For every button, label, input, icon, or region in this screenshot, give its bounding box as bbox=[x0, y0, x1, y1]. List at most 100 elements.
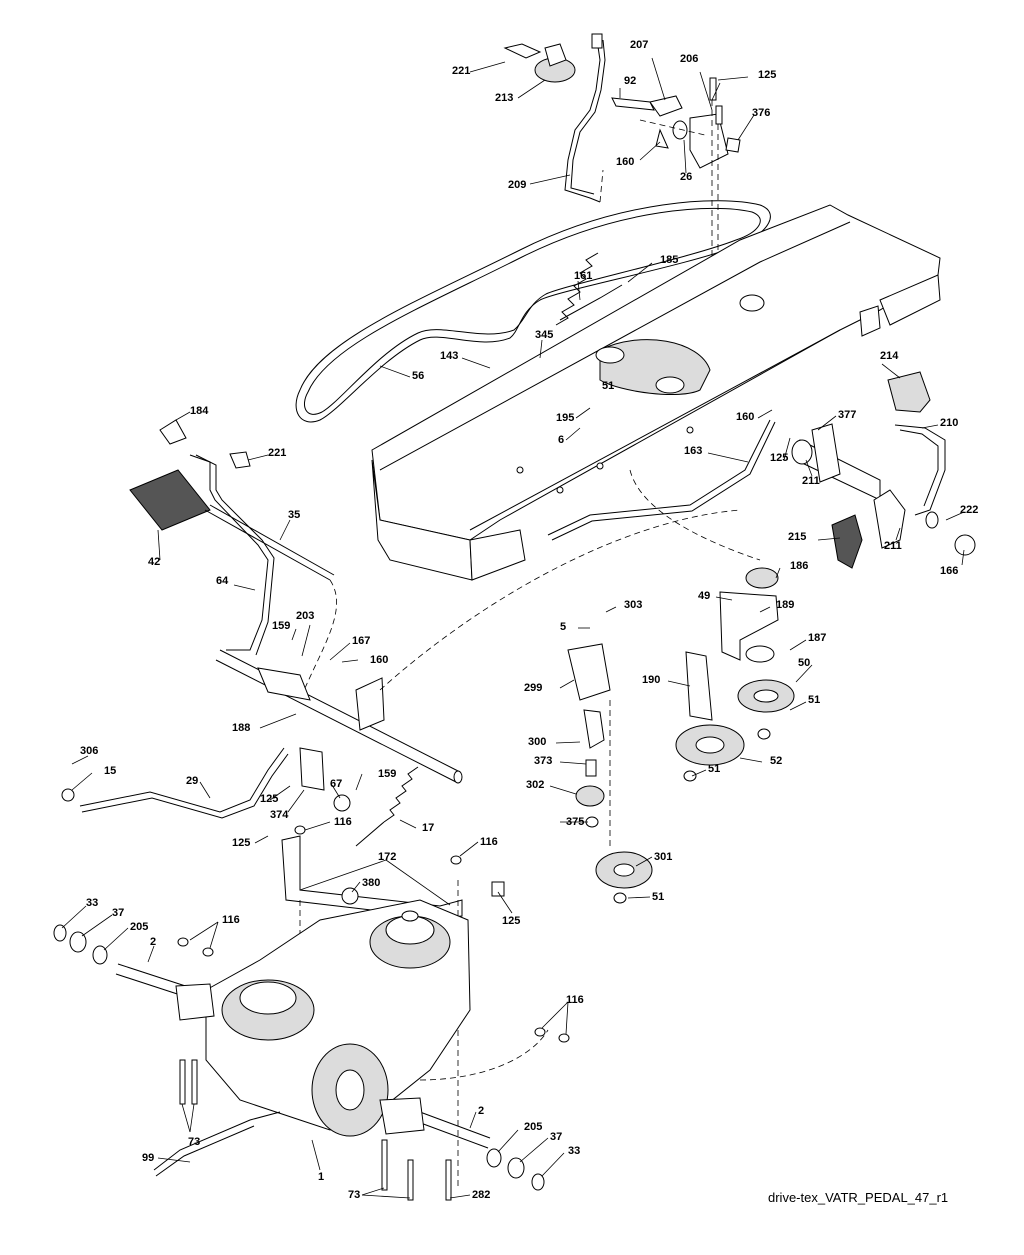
part-label: 210 bbox=[940, 417, 959, 429]
part-label: 49 bbox=[698, 590, 711, 602]
part-label: 125 bbox=[502, 915, 521, 927]
linkage-rod-163 bbox=[547, 419, 776, 561]
part-label: 205 bbox=[524, 1121, 543, 1133]
part-label: 51 bbox=[808, 694, 821, 706]
part-label: 125 bbox=[758, 69, 777, 81]
idler-pulleys bbox=[567, 567, 795, 904]
part-label: 67 bbox=[330, 778, 343, 790]
shift-lever-assembly bbox=[503, 33, 741, 360]
part-label: 160 bbox=[370, 654, 389, 666]
part-label: 159 bbox=[272, 620, 291, 632]
part-label: 282 bbox=[472, 1189, 491, 1201]
part-label: 206 bbox=[680, 53, 699, 65]
part-label: 116 bbox=[222, 914, 240, 926]
part-label: 221 bbox=[452, 65, 471, 77]
part-label: 116 bbox=[566, 994, 584, 1006]
part-label: 188 bbox=[232, 722, 251, 734]
part-label: 52 bbox=[770, 755, 783, 767]
part-label: 125 bbox=[260, 793, 279, 805]
part-label: 211 bbox=[802, 475, 820, 487]
part-label: 64 bbox=[216, 575, 229, 587]
part-label: 116 bbox=[480, 836, 498, 848]
part-label: 143 bbox=[440, 350, 459, 362]
leader-lines bbox=[61, 57, 965, 1199]
part-label: 374 bbox=[270, 809, 289, 821]
part-label: 116 bbox=[334, 816, 352, 828]
part-label: 35 bbox=[288, 509, 301, 521]
part-label: 160 bbox=[616, 156, 635, 168]
part-label: 29 bbox=[186, 775, 199, 787]
part-label: 187 bbox=[808, 632, 827, 644]
shift-rod-29 bbox=[61, 747, 351, 819]
part-label: 37 bbox=[550, 1131, 563, 1143]
part-label: 211 bbox=[884, 540, 902, 552]
part-label: 167 bbox=[352, 635, 371, 647]
part-label: 300 bbox=[528, 736, 547, 748]
left-pedal-assembly bbox=[129, 419, 337, 701]
part-label: 376 bbox=[752, 107, 771, 119]
part-label: 306 bbox=[80, 745, 99, 757]
part-label: 50 bbox=[798, 657, 811, 669]
part-label: 186 bbox=[790, 560, 809, 572]
part-label: 299 bbox=[524, 682, 543, 694]
diagram-caption: drive-tex_VATR_PEDAL_47_r1 bbox=[768, 1190, 949, 1205]
part-label: 15 bbox=[104, 765, 117, 777]
part-label: 301 bbox=[654, 851, 673, 863]
part-label: 377 bbox=[838, 409, 857, 421]
part-label: 302 bbox=[526, 779, 545, 791]
chassis-frame bbox=[371, 204, 941, 581]
part-label: 159 bbox=[378, 768, 397, 780]
part-label: 375 bbox=[566, 816, 585, 828]
part-label: 163 bbox=[684, 445, 703, 457]
part-label: 184 bbox=[190, 405, 209, 417]
part-label: 33 bbox=[86, 897, 99, 909]
part-label: 26 bbox=[680, 171, 693, 183]
part-label: 51 bbox=[708, 763, 721, 775]
part-label: 5 bbox=[560, 621, 567, 633]
part-label: 190 bbox=[642, 674, 661, 686]
part-label: 51 bbox=[602, 380, 615, 392]
part-label: 73 bbox=[348, 1189, 361, 1201]
part-label: 166 bbox=[940, 565, 959, 577]
part-label: 221 bbox=[268, 447, 287, 459]
part-label: 205 bbox=[130, 921, 149, 933]
part-label: 33 bbox=[568, 1145, 581, 1157]
part-label: 160 bbox=[736, 411, 755, 423]
right-pedal-assembly bbox=[791, 371, 976, 569]
part-label: 6 bbox=[558, 434, 565, 446]
part-label: 125 bbox=[232, 837, 251, 849]
part-label: 161 bbox=[574, 270, 593, 282]
part-label: 51 bbox=[652, 891, 665, 903]
part-label: 185 bbox=[660, 254, 679, 266]
part-label: 207 bbox=[630, 39, 649, 51]
part-label: 195 bbox=[556, 412, 575, 424]
part-label: 2 bbox=[150, 936, 157, 948]
part-label: 125 bbox=[770, 452, 789, 464]
part-label: 222 bbox=[960, 504, 979, 516]
part-label: 189 bbox=[776, 599, 795, 611]
part-label: 42 bbox=[148, 556, 161, 568]
part-label: 56 bbox=[412, 370, 425, 382]
spring-161 bbox=[555, 252, 623, 326]
part-label: 214 bbox=[880, 350, 899, 362]
part-label: 2 bbox=[478, 1105, 485, 1117]
part-label: 209 bbox=[508, 179, 527, 191]
part-label: 172 bbox=[378, 851, 397, 863]
cross-shaft bbox=[215, 509, 741, 784]
part-label: 345 bbox=[535, 329, 554, 341]
part-label: 92 bbox=[624, 75, 637, 87]
part-label: 213 bbox=[495, 92, 514, 104]
part-label: 99 bbox=[142, 1152, 155, 1164]
part-label: 73 bbox=[188, 1136, 201, 1148]
part-label: 17 bbox=[422, 822, 435, 834]
hardware bbox=[53, 825, 570, 1201]
drive-belt bbox=[295, 200, 771, 423]
part-label: 380 bbox=[362, 877, 381, 889]
spring-17 bbox=[355, 766, 419, 847]
transaxle bbox=[115, 899, 549, 1177]
part-label: 215 bbox=[788, 531, 807, 543]
part-label: 203 bbox=[296, 610, 315, 622]
part-label: 37 bbox=[112, 907, 125, 919]
